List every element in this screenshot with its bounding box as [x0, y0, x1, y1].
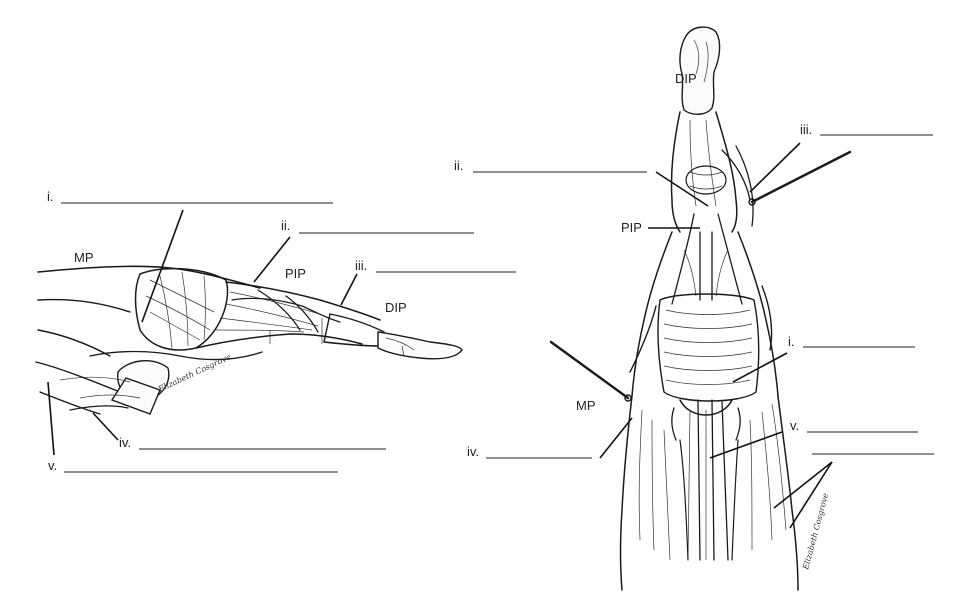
- dorsal-label-iv: iv.: [467, 417, 633, 459]
- dorsal-label-ii-leader: [655, 171, 709, 207]
- lateral-dip-label: DIP: [385, 300, 407, 315]
- dorsal-label-v: v.: [709, 418, 934, 529]
- lateral-label-ii-text: ii.: [281, 218, 290, 233]
- dorsal-finger-illustration: [549, 26, 852, 591]
- dorsal-label-ii: ii.: [454, 158, 709, 207]
- lateral-label-iv-text: iv.: [119, 435, 131, 450]
- dorsal-label-iii: iii.: [749, 122, 933, 193]
- lateral-label-i: i.: [47, 189, 333, 323]
- dorsal-mp-label: MP: [576, 398, 596, 413]
- lateral-label-ii: ii.: [253, 218, 474, 283]
- dorsal-label-iii-leader: [749, 142, 801, 193]
- dorsal-dip-label: DIP: [675, 71, 697, 86]
- lateral-mp-label: MP: [74, 250, 94, 265]
- lateral-label-i-leader: [141, 209, 184, 323]
- lateral-label-iv: iv.: [92, 412, 386, 450]
- dorsal-label-v-leader: [709, 431, 783, 459]
- lateral-label-iii-leader: [340, 273, 358, 306]
- dorsal-label-i-text: i.: [788, 334, 795, 349]
- dorsal-pip-label-group: PIP: [621, 220, 700, 235]
- dorsal-label-iii-text: iii.: [800, 122, 812, 137]
- dorsal-label-v-leader-2: [773, 461, 833, 509]
- dorsal-pip-label: PIP: [621, 220, 642, 235]
- lateral-label-v: v.: [47, 381, 338, 473]
- dorsal-label-iv-leader: [599, 417, 633, 459]
- lateral-label-iii-text: iii.: [355, 258, 367, 273]
- lateral-pip-label: PIP: [285, 266, 306, 281]
- dorsal-label-ii-text: ii.: [454, 158, 463, 173]
- lateral-label-i-text: i.: [47, 189, 54, 204]
- lateral-label-iv-leader: [92, 412, 119, 441]
- lateral-label-v-leader: [47, 381, 55, 456]
- dorsal-label-i-leader: [732, 352, 788, 383]
- dorsal-label-v-leader-3: [789, 461, 833, 529]
- lateral-label-ii-leader: [253, 236, 291, 283]
- dorsal-label-i: i.: [732, 334, 915, 383]
- lateral-label-iii: iii.: [340, 258, 516, 306]
- lateral-finger-illustration: [35, 265, 463, 415]
- dorsal-label-v-text: v.: [790, 418, 799, 433]
- dorsal-label-iv-text: iv.: [467, 444, 479, 459]
- lateral-label-v-text: v.: [48, 458, 57, 473]
